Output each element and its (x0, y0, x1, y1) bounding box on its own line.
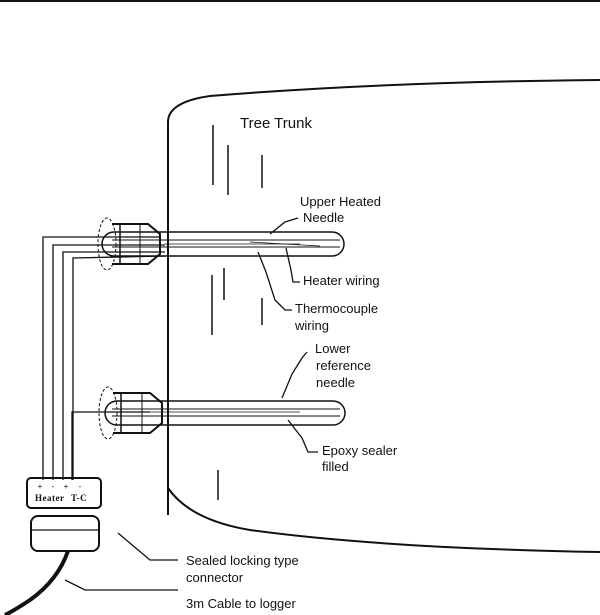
upper-heated-needle (101, 231, 345, 257)
tree-trunk-label: Tree Trunk (240, 115, 312, 132)
upper-needle-label-1: Upper Heated (300, 194, 381, 209)
pin-label-4: - (79, 482, 82, 491)
lower-needle-label-2: reference (316, 358, 371, 373)
upper-fitting (97, 217, 161, 271)
junction-label-tc: T-C (71, 493, 87, 503)
leader-lines (64, 217, 318, 591)
lower-fitting (98, 386, 163, 440)
lower-needle-label-1: Lower (315, 341, 351, 356)
epoxy-label-2: filled (322, 459, 349, 474)
heater-wiring-label: Heater wiring (303, 273, 380, 288)
lower-reference-needle (104, 400, 346, 426)
sealed-connector (4, 515, 100, 615)
connector-label-2: connector (186, 570, 244, 585)
tree-trunk (167, 79, 600, 553)
wiring (42, 236, 166, 480)
thermocouple-label-1: Thermocouple (295, 301, 378, 316)
junction-box: + - + - Heater T-C (26, 477, 102, 509)
epoxy-label-1: Epoxy sealer (322, 443, 398, 458)
junction-label-heater: Heater (35, 493, 64, 503)
lower-needle-label-3: needle (316, 375, 355, 390)
cable-label: 3m Cable to logger (186, 596, 297, 611)
pin-label-3: + (64, 482, 69, 491)
thermocouple-label-2: wiring (294, 318, 329, 333)
pin-label-1: + (38, 482, 43, 491)
connector-label-1: Sealed locking type (186, 553, 299, 568)
pin-label-2: - (52, 482, 55, 491)
upper-needle-label-2: Needle (303, 210, 344, 225)
